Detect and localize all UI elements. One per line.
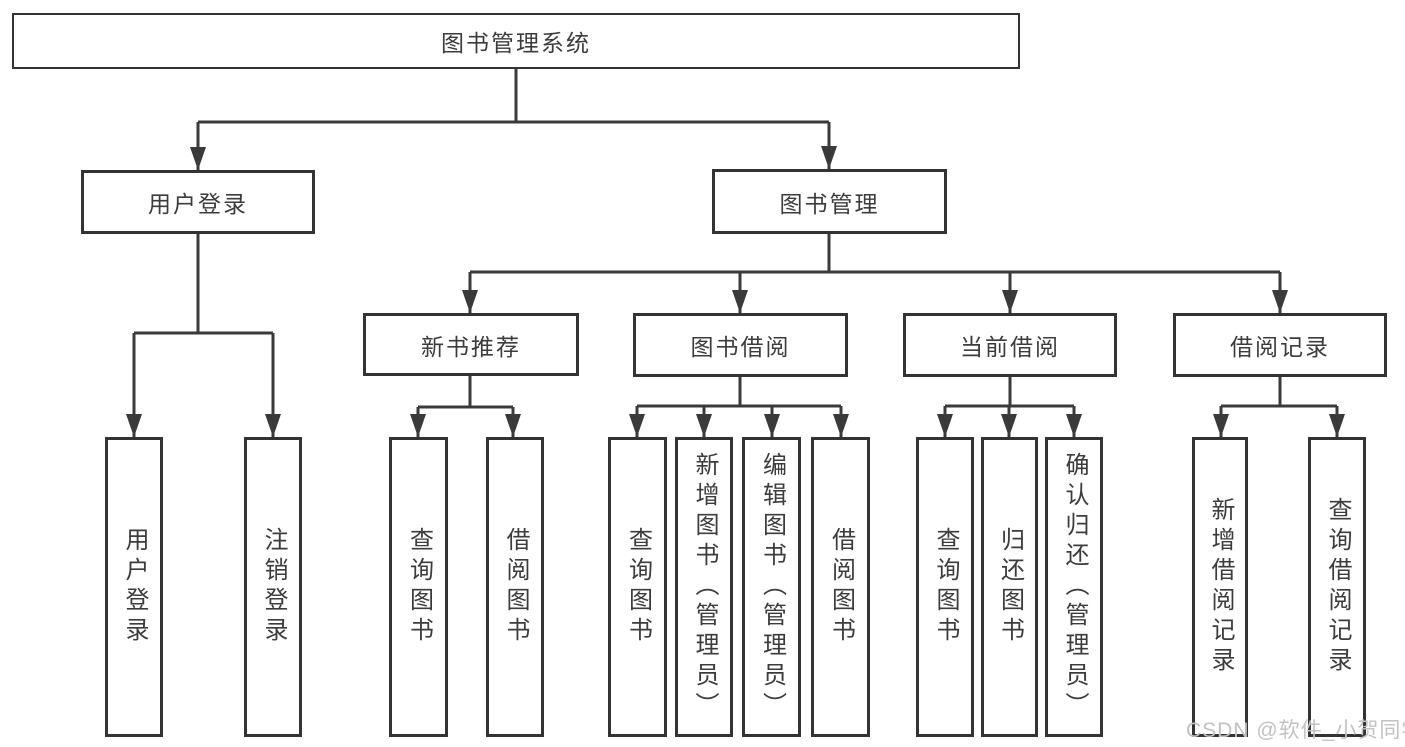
connector-root-to-level1	[196, 69, 831, 170]
leaf-label: 新增图书（管理员）	[691, 452, 718, 722]
node-root-system: 图书管理系统	[12, 13, 1020, 69]
leaf-borrow-books: 借阅图书	[811, 437, 870, 737]
leaf-logout: 注销登录	[244, 437, 302, 737]
leaf-label: 新增借阅记录	[1207, 497, 1234, 677]
leaf-label: 归还图书	[996, 527, 1024, 647]
connector-new-book-recommend-children	[416, 376, 515, 437]
leaf-add-borrow-record: 新增借阅记录	[1192, 437, 1248, 737]
connector-book-management-children	[468, 234, 1282, 313]
leaf-label: 查询图书	[405, 527, 433, 647]
leaf-confirm-return-admin: 确认归还（管理员）	[1045, 437, 1103, 737]
node-new-book-recommend: 新书推荐	[363, 313, 579, 376]
leaf-label: 查询图书	[624, 527, 652, 647]
leaf-label: 借阅图书	[502, 527, 529, 647]
leaf-edit-books-admin: 编辑图书（管理员）	[742, 437, 801, 737]
leaf-label: 确认归还（管理员）	[1061, 452, 1088, 722]
leaf-query-books-borrow: 查询图书	[608, 437, 667, 737]
leaf-label: 借阅图书	[827, 527, 855, 647]
node-book-management: 图书管理	[712, 169, 947, 234]
leaf-label: 查询图书	[932, 527, 959, 647]
node-label: 图书管理	[779, 190, 880, 217]
connector-book-borrow-children	[635, 377, 843, 437]
leaf-label: 编辑图书（管理员）	[758, 452, 786, 722]
leaf-query-borrow-record: 查询借阅记录	[1308, 437, 1366, 737]
node-borrow-records: 借阅记录	[1173, 313, 1387, 377]
node-label: 当前借阅	[960, 334, 1060, 360]
node-user-login: 用户登录	[81, 170, 315, 234]
leaf-return-books: 归还图书	[981, 437, 1038, 737]
leaf-query-books-recommend: 查询图书	[389, 437, 448, 737]
leaf-add-books-admin: 新增图书（管理员）	[675, 437, 733, 737]
leaf-label: 用户登录	[121, 527, 148, 647]
node-book-borrow: 图书借阅	[633, 313, 848, 377]
csdn-watermark: CSDN @软件_小贺同学	[1186, 719, 1405, 742]
connector-borrow-records-children	[1219, 377, 1339, 437]
leaf-label: 查询借阅记录	[1324, 497, 1351, 677]
arrowheads	[126, 146, 1345, 437]
leaf-user-login: 用户登录	[105, 437, 163, 737]
leaf-borrow-books-recommend: 借阅图书	[486, 437, 544, 737]
node-label: 用户登录	[148, 191, 248, 217]
leaf-label: 注销登录	[260, 527, 287, 647]
node-label: 图书管理系统	[441, 30, 591, 56]
node-label: 新书推荐	[421, 333, 521, 360]
node-label: 图书借阅	[690, 334, 791, 360]
leaf-query-books-current: 查询图书	[916, 437, 974, 737]
connector-user-login-children	[132, 234, 275, 437]
node-label: 借阅记录	[1230, 334, 1330, 360]
node-current-borrow: 当前借阅	[903, 313, 1117, 377]
